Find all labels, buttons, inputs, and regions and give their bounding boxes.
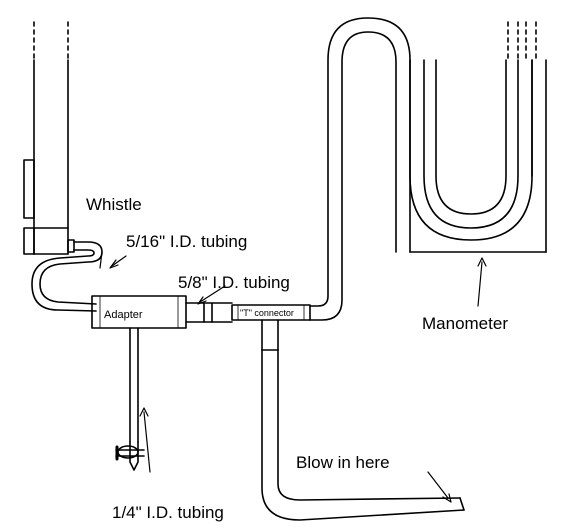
whistle-label: Whistle [86,195,142,214]
tubing-1-4 [115,327,145,471]
blow-in-here-label: Blow in here [296,453,390,472]
blow-tube [261,319,465,521]
tubing-5-8 [185,302,233,323]
adapter [91,295,187,329]
tubing-5-8-label: 5/8" I.D. tubing [178,273,290,292]
t-connector-label: "T" connector [240,308,294,318]
adapter-label: Adapter [104,309,143,321]
tubing-5-16 [31,241,103,312]
tubing-5-16-label: 5/16" I.D. tubing [126,232,247,251]
whistle-body [23,21,75,255]
leader-arrows [109,255,487,503]
tubing-1-4-label: 1/4" I.D. tubing [112,503,224,522]
manometer-tubing [309,17,411,321]
manometer-label: Manometer [422,314,508,333]
manometer [409,21,547,253]
tube-clamp [115,445,145,461]
t-connector [231,304,311,321]
